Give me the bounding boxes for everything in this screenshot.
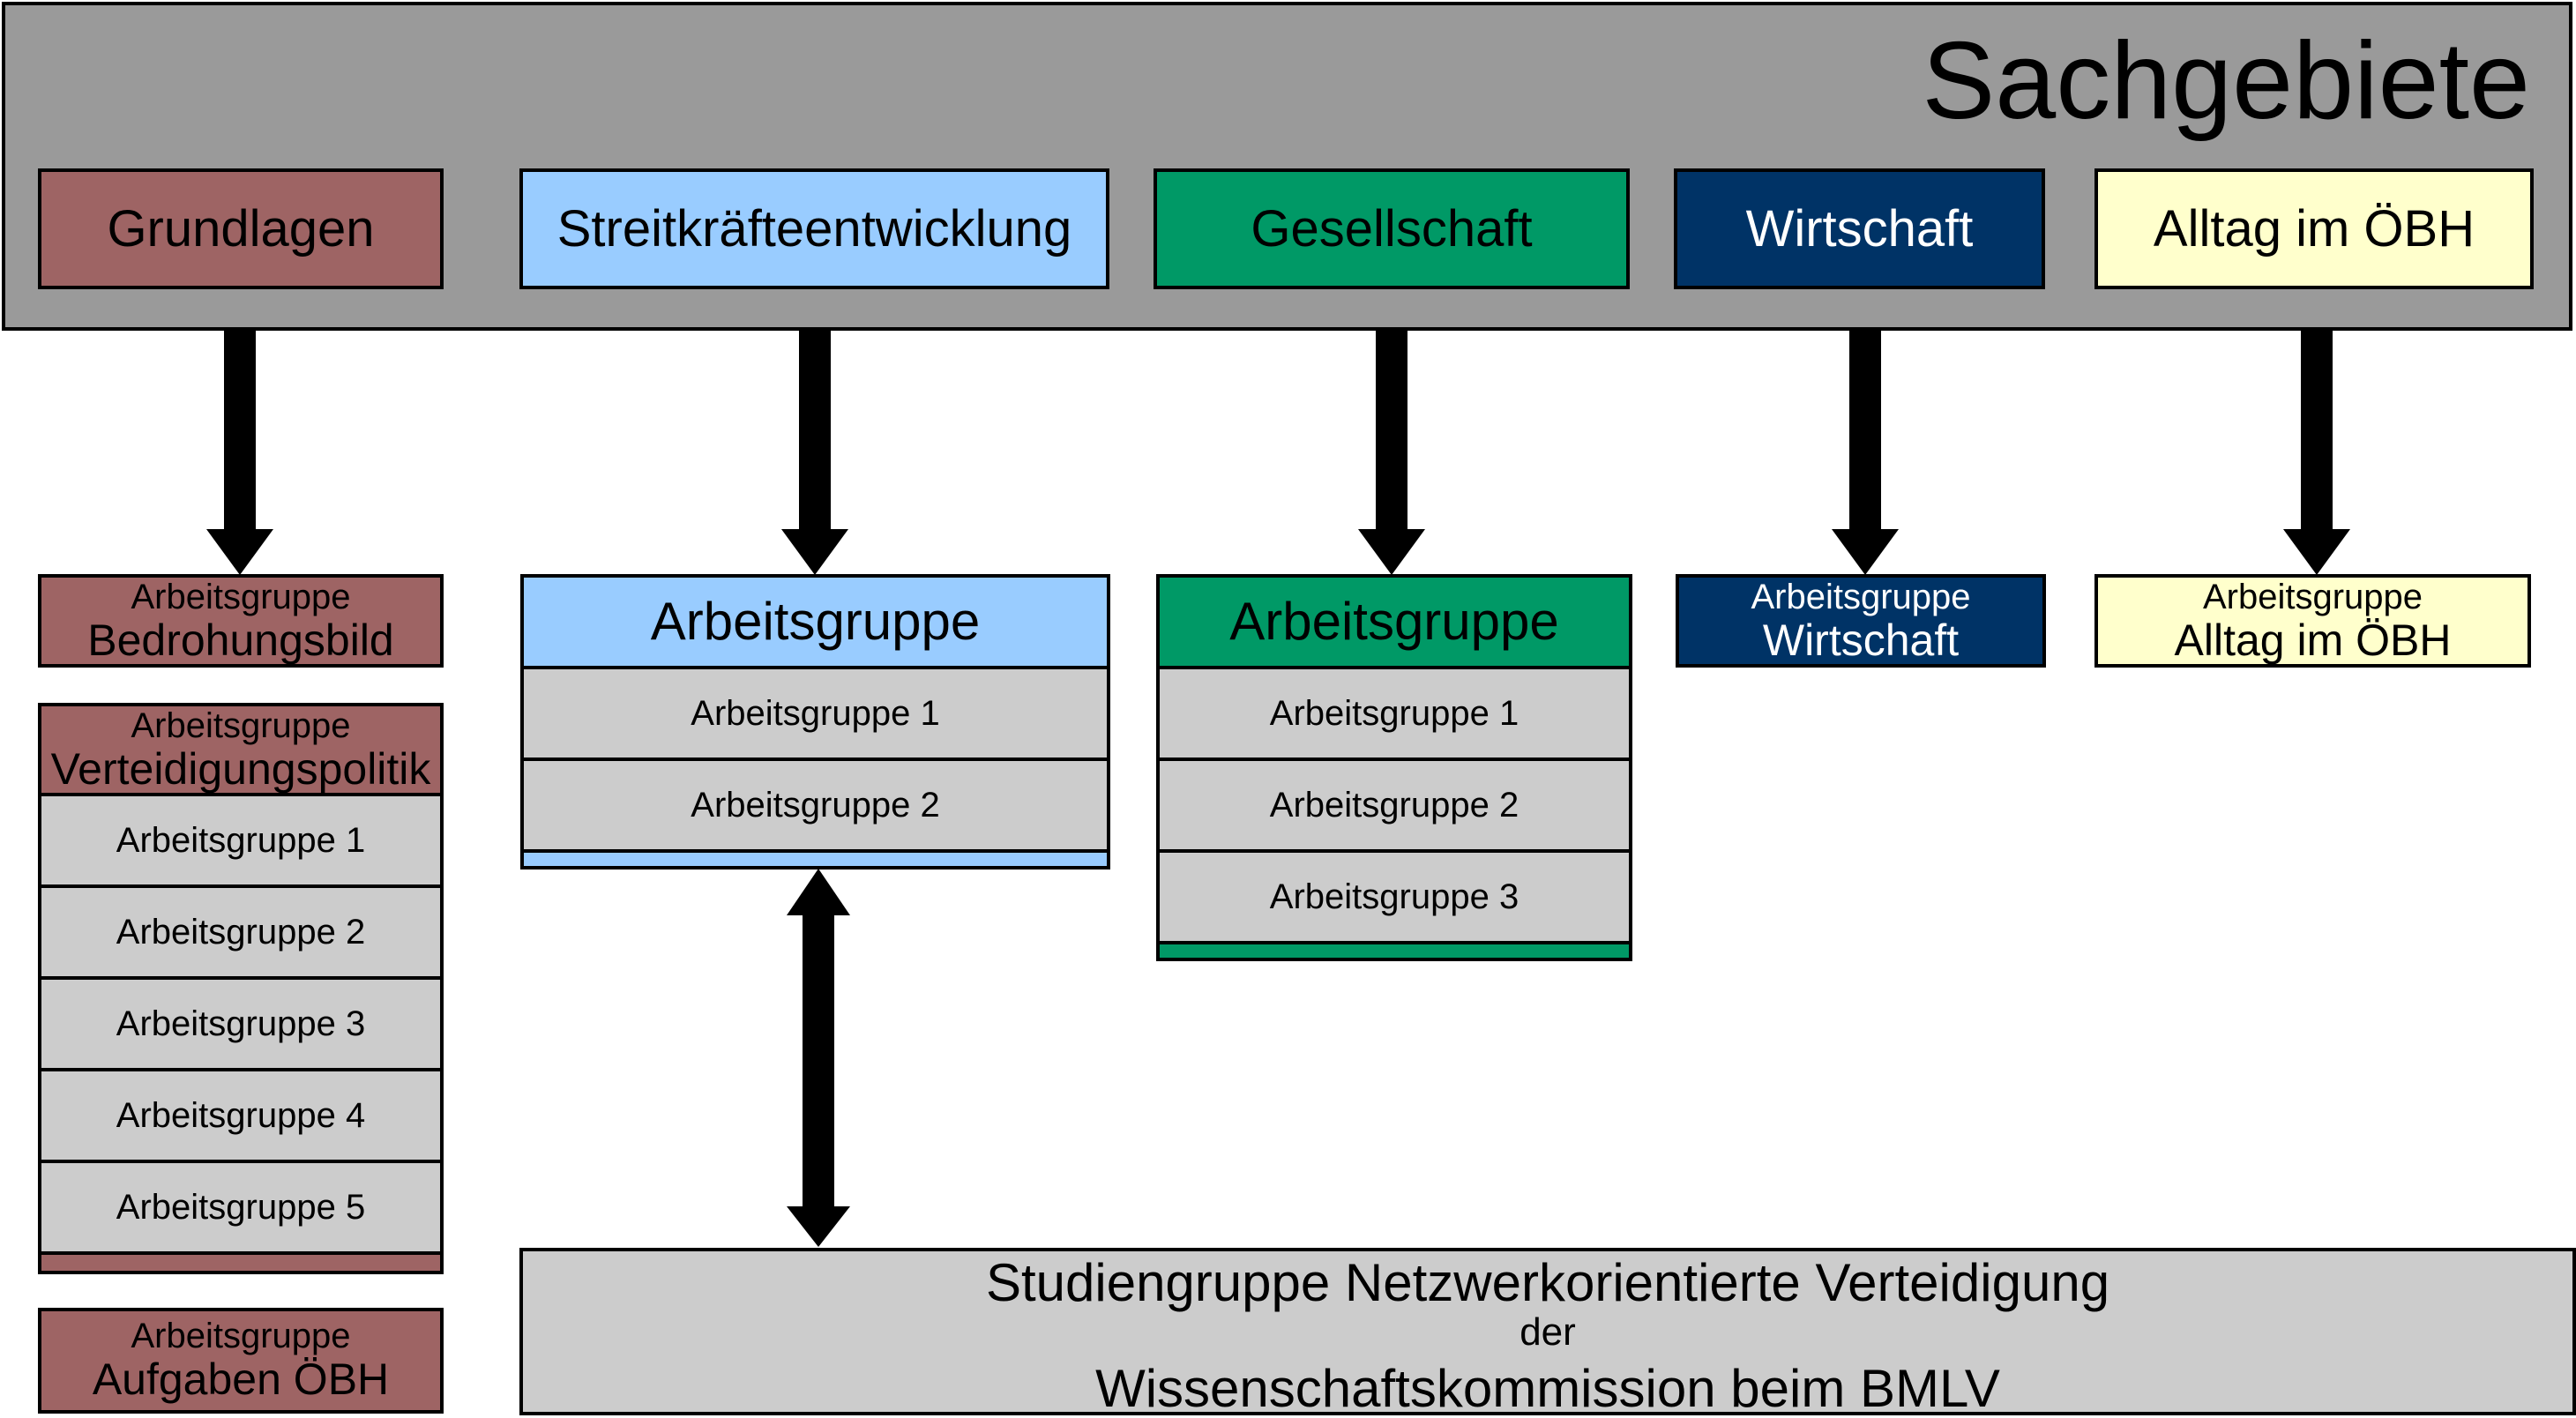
group-aufgaben-caption: Arbeitsgruppe [131, 1317, 351, 1355]
category-gesellschaft-label: Gesellschaft [1251, 200, 1533, 257]
group-wirtschaft-caption: Arbeitsgruppe [1751, 578, 1971, 616]
row-label: Arbeitsgruppe 3 [1269, 877, 1519, 916]
streitkraefte-row-1: Arbeitsgruppe 1 [520, 666, 1110, 761]
verteidigungspolitik-row-1: Arbeitsgruppe 1 [38, 793, 444, 888]
arrow-grundlagen [206, 331, 273, 575]
group-wirtschaft: Arbeitsgruppe Wirtschaft [1676, 574, 2046, 668]
verteidigungspolitik-footer-strip [38, 1251, 444, 1274]
studiengruppe-line-3: Wissenschaftskommission beim BMLV [1095, 1359, 2000, 1418]
verteidigungspolitik-row-2: Arbeitsgruppe 2 [38, 884, 444, 980]
gesellschaft-row-3: Arbeitsgruppe 3 [1156, 849, 1632, 944]
group-streitkraefteentwicklung: Arbeitsgruppe [520, 574, 1110, 669]
row-label: Arbeitsgruppe 2 [691, 785, 940, 825]
verteidigungspolitik-row-3: Arbeitsgruppe 3 [38, 976, 444, 1071]
arrow-wirtschaft [1832, 331, 1899, 575]
category-streitkraefteentwicklung: Streitkräfteentwicklung [519, 168, 1109, 289]
banner-title: Sachgebiete [1922, 20, 2530, 142]
studiengruppe-box: Studiengruppe Netzwerkorientierte Vertei… [519, 1248, 2576, 1415]
arrow-streitkraefteentwicklung [781, 331, 848, 575]
gesellschaft-row-1: Arbeitsgruppe 1 [1156, 666, 1632, 761]
group-alltag-caption: Arbeitsgruppe [2202, 578, 2423, 616]
category-alltag-label: Alltag im ÖBH [2153, 200, 2475, 257]
group-verteidigungspolitik-name: Verteidigungspolitik [50, 744, 431, 794]
category-wirtschaft: Wirtschaft [1674, 168, 2045, 289]
row-label: Arbeitsgruppe 3 [116, 1004, 366, 1043]
row-label: Arbeitsgruppe 2 [116, 912, 366, 952]
group-alltag-name: Alltag im ÖBH [2174, 616, 2452, 665]
group-aufgaben-oebh: Arbeitsgruppe Aufgaben ÖBH [38, 1308, 444, 1414]
gesellschaft-footer-strip [1156, 941, 1632, 961]
verteidigungspolitik-row-4: Arbeitsgruppe 4 [38, 1068, 444, 1163]
group-wirtschaft-name: Wirtschaft [1762, 616, 1960, 665]
group-gesellschaft-title: Arbeitsgruppe [1229, 592, 1559, 651]
group-aufgaben-name: Aufgaben ÖBH [92, 1355, 390, 1404]
row-label: Arbeitsgruppe 1 [116, 820, 366, 860]
streitkraefte-footer-strip [520, 849, 1110, 869]
arrow-alltag [2283, 331, 2350, 575]
row-label: Arbeitsgruppe 4 [116, 1095, 366, 1135]
arrow-gesellschaft [1358, 331, 1425, 575]
gesellschaft-row-2: Arbeitsgruppe 2 [1156, 758, 1632, 853]
category-wirtschaft-label: Wirtschaft [1745, 200, 1974, 257]
row-label: Arbeitsgruppe 5 [116, 1187, 366, 1227]
category-gesellschaft: Gesellschaft [1154, 168, 1630, 289]
studiengruppe-line-2: der [1519, 1310, 1576, 1354]
group-gesellschaft: Arbeitsgruppe [1156, 574, 1632, 669]
row-label: Arbeitsgruppe 2 [1269, 785, 1519, 825]
group-verteidigungspolitik: Arbeitsgruppe Verteidigungspolitik [38, 703, 444, 796]
row-label: Arbeitsgruppe 1 [1269, 693, 1519, 733]
category-alltag: Alltag im ÖBH [2094, 168, 2534, 289]
group-bedrohungsbild-caption: Arbeitsgruppe [131, 578, 351, 616]
group-verteidigungspolitik-caption: Arbeitsgruppe [131, 706, 351, 745]
group-bedrohungsbild: Arbeitsgruppe Bedrohungsbild [38, 574, 444, 668]
group-bedrohungsbild-name: Bedrohungsbild [87, 616, 394, 665]
verteidigungspolitik-row-5: Arbeitsgruppe 5 [38, 1160, 444, 1255]
group-streitkraefte-title: Arbeitsgruppe [650, 592, 981, 651]
double-arrow-streitkraefte-studiengruppe [787, 869, 850, 1247]
category-grundlagen: Grundlagen [38, 168, 444, 289]
group-alltag: Arbeitsgruppe Alltag im ÖBH [2094, 574, 2531, 668]
studiengruppe-line-1: Studiengruppe Netzwerkorientierte Vertei… [985, 1253, 2110, 1312]
category-streitkraefteentwicklung-label: Streitkräfteentwicklung [556, 200, 1072, 257]
category-grundlagen-label: Grundlagen [107, 200, 375, 257]
streitkraefte-row-2: Arbeitsgruppe 2 [520, 758, 1110, 853]
row-label: Arbeitsgruppe 1 [691, 693, 940, 733]
